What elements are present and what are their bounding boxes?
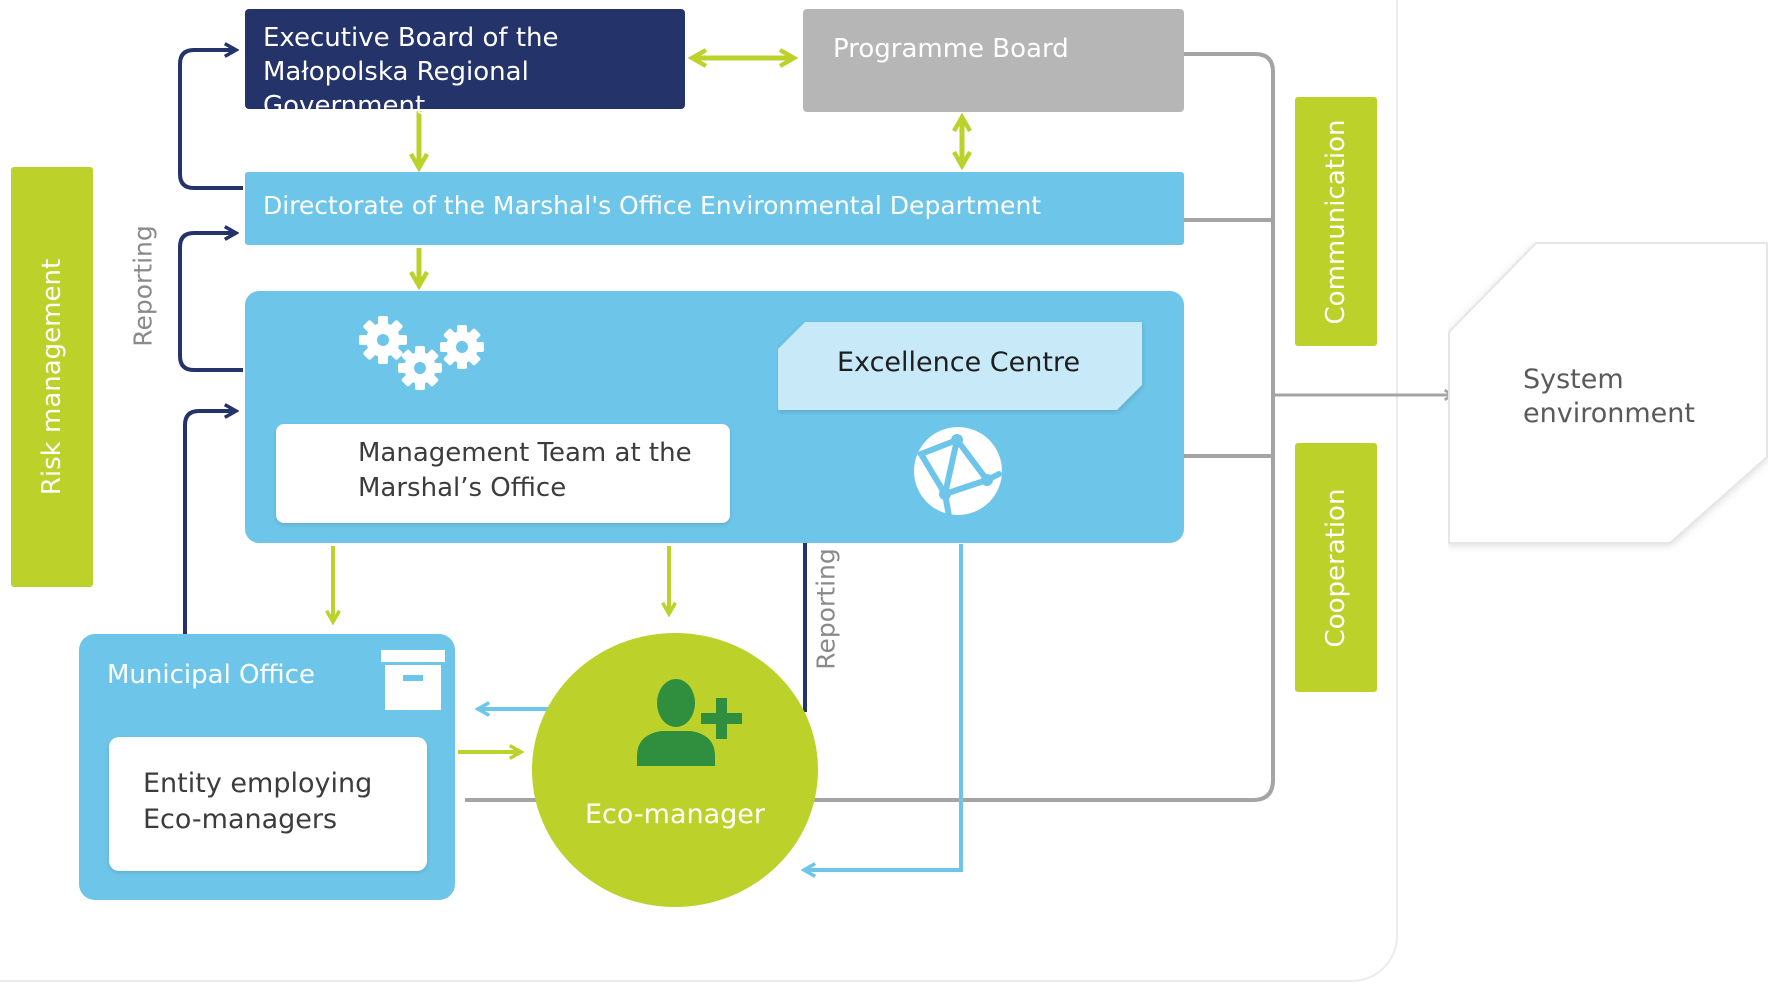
- programme-board-box: Programme Board: [803, 9, 1184, 112]
- reporting-label-center: Reporting: [811, 548, 841, 670]
- cooperation-bar: Cooperation: [1295, 443, 1377, 692]
- directorate-label: Directorate of the Marshal's Office Envi…: [263, 191, 1042, 220]
- excellence-centre-label: Excellence Centre: [837, 347, 1081, 378]
- management-team-label: Management Team at the Marshal’s Office: [358, 438, 692, 503]
- directorate-box: Directorate of the Marshal's Office Envi…: [245, 172, 1184, 245]
- system-grey-lines: [465, 52, 1275, 802]
- archive-box-icon: [381, 650, 445, 710]
- globe-network-icon: [914, 427, 1002, 518]
- eco-manager-label: Eco-manager: [584, 799, 766, 830]
- eco-manager-circle: Eco-manager: [532, 633, 818, 907]
- risk-management-label: Risk management: [37, 258, 67, 496]
- system-environment-shape: [1448, 242, 1768, 544]
- management-team-box: Management Team at the Marshal’s Office: [276, 424, 730, 523]
- system-environment-label: System environment: [1523, 364, 1695, 429]
- reporting-municipal-team: [183, 411, 236, 634]
- risk-management-bar: Risk management: [11, 167, 93, 587]
- entity-label: Entity employing Eco-managers: [143, 768, 373, 835]
- communication-label: Communication: [1321, 119, 1351, 324]
- programme-board-label: Programme Board: [833, 34, 1069, 64]
- communication-bar: Communication: [1295, 97, 1377, 346]
- gears-icon: [359, 316, 484, 390]
- person-add-icon: [637, 679, 742, 766]
- arrow-team-eco-blue: [804, 544, 963, 870]
- reporting-team-directorate: [178, 233, 243, 372]
- reporting-directorate-exec: [178, 50, 243, 190]
- reporting-label-left: Reporting: [128, 225, 158, 347]
- excellence-centre-shape: [778, 322, 1142, 410]
- entity-box: Entity employing Eco-managers: [109, 737, 427, 871]
- municipal-office-label: Municipal Office: [107, 660, 315, 690]
- cooperation-label: Cooperation: [1321, 488, 1351, 647]
- executive-board-label: Executive Board of the Małopolska Region…: [263, 23, 559, 121]
- executive-board-box: Executive Board of the Małopolska Region…: [245, 9, 685, 121]
